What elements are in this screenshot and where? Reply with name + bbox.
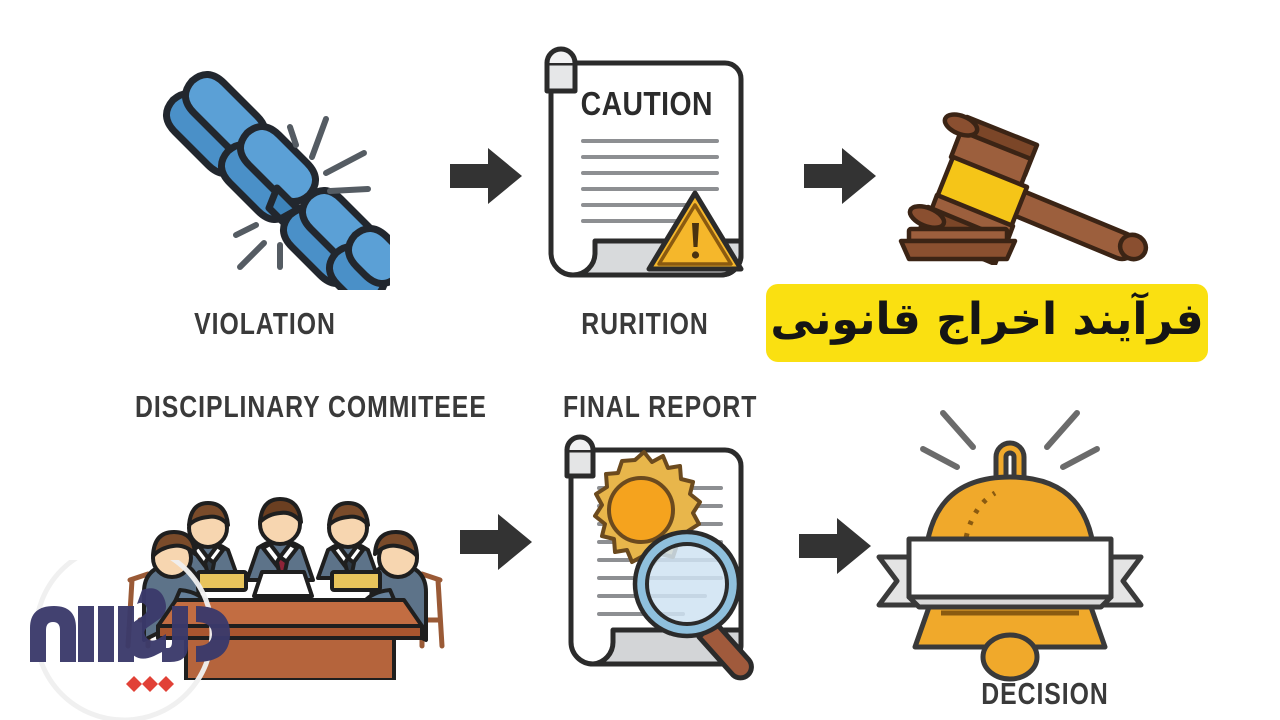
arrow-right-icon xyxy=(799,518,871,574)
warning-triangle-icon xyxy=(646,190,744,272)
arrow-right-icon xyxy=(450,148,522,204)
caution-document-icon: CAUTION xyxy=(544,46,744,278)
step-decision-icon xyxy=(865,405,1155,690)
ray-lines-icon xyxy=(920,410,1100,470)
bell-banner-icon xyxy=(876,410,1144,682)
step-final-report-icon xyxy=(555,432,790,684)
step-committee-icon xyxy=(110,430,470,680)
sound-block-icon xyxy=(898,226,1018,262)
arrow-right-icon xyxy=(804,148,876,204)
caption-violation: VIOLATION xyxy=(194,306,336,341)
arrow-violation-to-rurition xyxy=(448,146,524,206)
document-text-lines xyxy=(581,139,719,223)
arrow-committee-to-report xyxy=(458,512,534,572)
document-heading: CAUTION xyxy=(581,85,713,123)
logo-mark-icon xyxy=(30,541,230,720)
site-logo-watermark xyxy=(20,541,250,720)
arrow-rurition-to-gavel xyxy=(802,146,878,206)
broken-chain-icon xyxy=(163,71,390,290)
final-report-icon xyxy=(564,434,754,681)
step-rurition-icon: CAUTION xyxy=(535,45,755,290)
caption-decision: DECISION xyxy=(981,676,1109,711)
step-violation-icon xyxy=(140,45,390,290)
caption-final-report: FINAL REPORT xyxy=(563,389,758,424)
page-title: فرآیند اخراج قانونی xyxy=(770,294,1204,345)
committee-meeting-icon xyxy=(125,497,445,680)
caption-rurition: RURITION xyxy=(581,306,709,341)
ribbon-banner xyxy=(876,536,1144,610)
laptop xyxy=(252,570,314,598)
arrow-right-icon xyxy=(460,514,532,570)
spark-lines-icon xyxy=(233,116,371,270)
committee-person xyxy=(316,501,380,585)
step-gavel-icon xyxy=(895,95,1165,265)
laptop xyxy=(330,570,382,592)
arrow-report-to-decision xyxy=(797,516,873,576)
caption-disciplinary-committee: DISCIPLINARY COMMITEEE xyxy=(135,389,487,424)
gavel-icon xyxy=(898,112,1149,265)
page-title-badge: فرآیند اخراج قانونی xyxy=(766,284,1208,362)
logo-accent-diamonds xyxy=(126,676,174,692)
logo-script xyxy=(30,588,230,662)
magnifier-icon xyxy=(632,529,754,681)
